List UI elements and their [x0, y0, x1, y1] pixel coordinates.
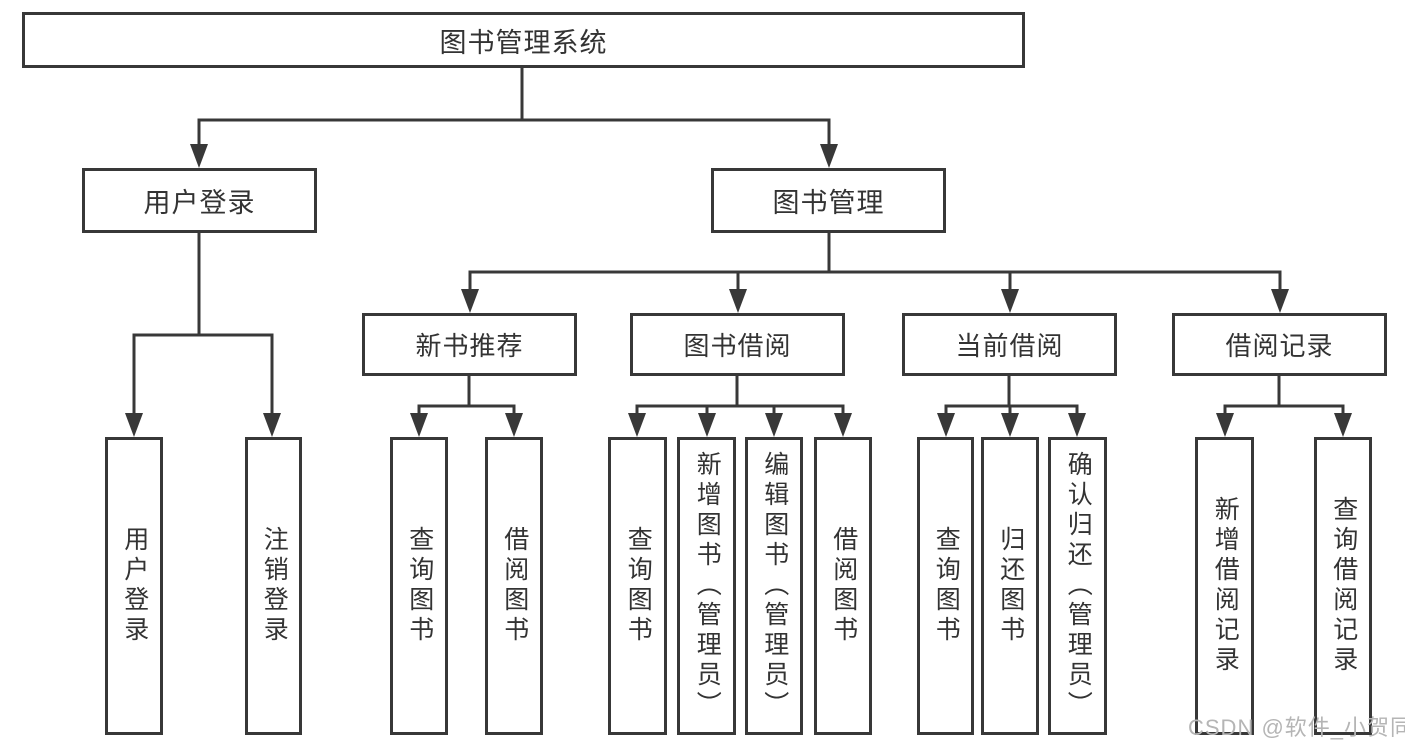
node-label: 新增图书（管理员）: [693, 451, 722, 721]
node-label: 确认归还（管理员）: [1064, 451, 1093, 721]
node-label: 归还图书: [996, 526, 1025, 646]
leaf-confirm-return-admin: 确认归还（管理员）: [1048, 437, 1107, 735]
node-label: 当前借阅: [955, 331, 1064, 361]
node-user-login: 用户登录: [82, 168, 317, 233]
csdn-watermark: CSDN @软件_小贺同学: [1188, 715, 1405, 740]
leaf-query-books-current: 查询图书: [917, 437, 974, 735]
leaf-return-books: 归还图书: [981, 437, 1039, 735]
node-label: 查询借阅记录: [1329, 496, 1358, 676]
node-label: 借阅图书: [500, 526, 529, 646]
leaf-query-books-recommend: 查询图书: [390, 437, 448, 735]
node-current-borrowing: 当前借阅: [902, 313, 1117, 376]
node-library-system: 图书管理系统: [22, 12, 1025, 68]
node-label: 借阅图书: [829, 526, 858, 646]
leaf-add-books-admin: 新增图书（管理员）: [677, 437, 736, 735]
node-label: 编辑图书（管理员）: [760, 451, 789, 721]
leaf-edit-books-admin: 编辑图书（管理员）: [745, 437, 803, 735]
node-label: 注销登录: [260, 526, 289, 646]
leaf-logout-login: 注销登录: [245, 437, 302, 735]
node-label: 图书管理系统: [439, 27, 608, 58]
leaf-borrow-books: 借阅图书: [814, 437, 872, 735]
node-label: 图书借阅: [683, 331, 792, 361]
leaf-query-borrow-record: 查询借阅记录: [1314, 437, 1372, 735]
node-book-management: 图书管理: [711, 168, 946, 233]
leaf-user-login: 用户登录: [105, 437, 163, 735]
leaf-borrow-books-recommend: 借阅图书: [485, 437, 543, 735]
leaf-query-books-borrow: 查询图书: [608, 437, 667, 735]
node-borrowing-records: 借阅记录: [1172, 313, 1387, 376]
node-label: 查询图书: [624, 526, 653, 646]
node-label: 图书管理: [772, 188, 885, 218]
node-book-borrowing: 图书借阅: [630, 313, 845, 376]
node-label: 用户登录: [143, 188, 256, 218]
node-new-book-recommend: 新书推荐: [362, 313, 577, 376]
arrowheads: [125, 144, 1352, 437]
node-label: 用户登录: [120, 526, 149, 646]
node-label: 查询图书: [405, 526, 434, 646]
node-label: 新书推荐: [415, 331, 524, 361]
node-label: 借阅记录: [1225, 331, 1334, 361]
node-label: 新增借阅记录: [1211, 496, 1240, 676]
node-label: 查询图书: [932, 526, 961, 646]
leaf-add-borrow-record: 新增借阅记录: [1195, 437, 1254, 735]
